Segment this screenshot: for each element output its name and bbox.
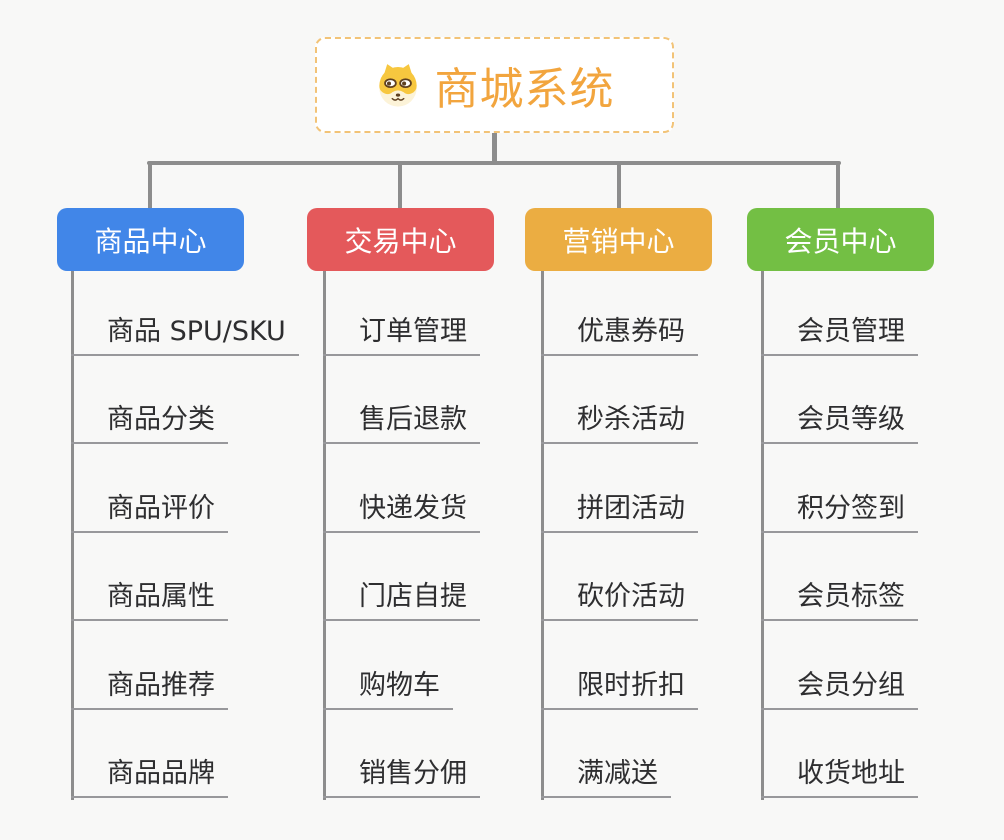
- child-node[interactable]: 商品分类: [71, 356, 228, 444]
- children-list-marketing: 优惠券码 秒杀活动 拼团活动 砍价活动 限时折扣 满减送: [541, 267, 698, 798]
- children-list-trade: 订单管理 售后退款 快递发货 门店自提 购物车 销售分佣: [323, 267, 480, 798]
- connector-trunk-members: [761, 271, 764, 800]
- child-node[interactable]: 会员管理: [761, 267, 918, 356]
- child-node[interactable]: 满减送: [541, 710, 671, 798]
- child-node[interactable]: 拼团活动: [541, 444, 698, 533]
- root-title: 商城系统: [434, 64, 615, 115]
- child-node[interactable]: 会员分组: [761, 621, 918, 710]
- connector-drop-trade: [398, 163, 402, 208]
- child-node[interactable]: 商品评价: [71, 444, 228, 533]
- child-node[interactable]: 商品 SPU/SKU: [71, 267, 299, 356]
- children-list-products: 商品 SPU/SKU 商品分类 商品评价 商品属性 商品推荐 商品品牌: [71, 267, 299, 798]
- branch-node-marketing[interactable]: 营销中心: [525, 208, 712, 271]
- connector-drop-products: [148, 163, 152, 208]
- child-node[interactable]: 商品品牌: [71, 710, 228, 798]
- connector-trunk-marketing: [541, 271, 544, 800]
- child-node[interactable]: 收货地址: [761, 710, 918, 798]
- child-node[interactable]: 优惠券码: [541, 267, 698, 356]
- child-node[interactable]: 砍价活动: [541, 533, 698, 621]
- child-node[interactable]: 限时折扣: [541, 621, 698, 710]
- child-node[interactable]: 门店自提: [323, 533, 480, 621]
- child-node[interactable]: 秒杀活动: [541, 356, 698, 444]
- branch-node-trade[interactable]: 交易中心: [307, 208, 494, 271]
- child-node[interactable]: 快递发货: [323, 444, 480, 533]
- child-node[interactable]: 售后退款: [323, 356, 480, 444]
- child-node[interactable]: 销售分佣: [323, 710, 480, 798]
- child-node[interactable]: 商品属性: [71, 533, 228, 621]
- children-list-members: 会员管理 会员等级 积分签到 会员标签 会员分组 收货地址: [761, 267, 918, 798]
- dog-face-icon: [378, 64, 417, 107]
- branch-node-members[interactable]: 会员中心: [747, 208, 934, 271]
- connector-trunk-products: [71, 271, 74, 800]
- child-node[interactable]: 购物车: [323, 621, 453, 710]
- branch-node-products[interactable]: 商品中心: [57, 208, 244, 271]
- child-node[interactable]: 会员等级: [761, 356, 918, 444]
- connector-root-trunk: [492, 132, 497, 163]
- child-node[interactable]: 商品推荐: [71, 621, 228, 710]
- child-node[interactable]: 积分签到: [761, 444, 918, 533]
- connector-drop-members: [836, 163, 840, 208]
- connector-horizontal-bar: [147, 161, 841, 165]
- connector-drop-marketing: [617, 163, 621, 208]
- child-node[interactable]: 会员标签: [761, 533, 918, 621]
- root-node[interactable]: 商城系统: [315, 37, 674, 133]
- child-node[interactable]: 订单管理: [323, 267, 480, 356]
- connector-trunk-trade: [323, 271, 326, 800]
